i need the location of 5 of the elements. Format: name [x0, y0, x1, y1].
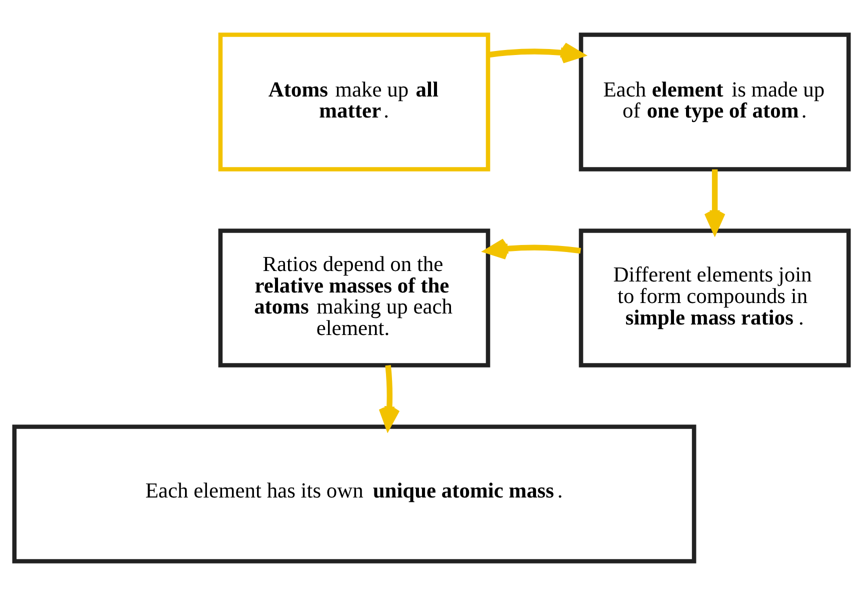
node-box: Ratios depend on the relative masses of the atoms making up each element.: [218, 228, 490, 367]
node-box: Each element is made up of one type of atom.: [578, 32, 851, 171]
node-box: Different elements join to form compounds in simple mass ratios.: [578, 228, 851, 367]
node-box: Each element has its own unique atomic mass.: [12, 424, 696, 563]
node-box: Atoms make up all matter.: [218, 32, 490, 171]
